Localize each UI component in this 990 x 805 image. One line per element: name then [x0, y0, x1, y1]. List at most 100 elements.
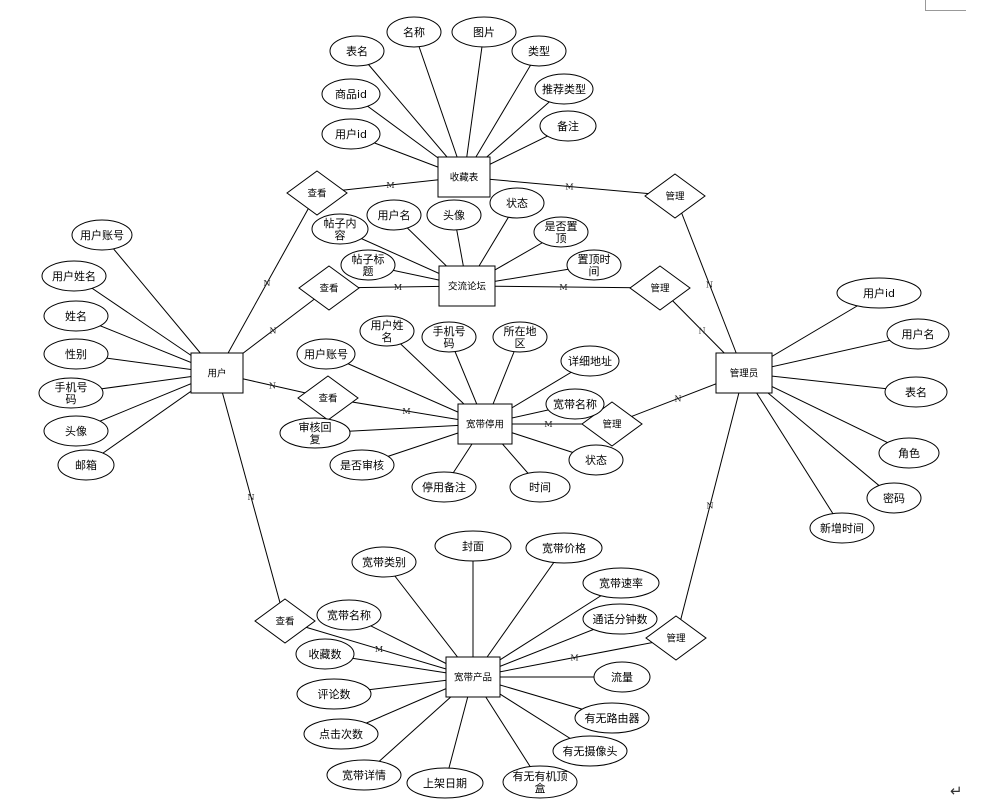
cardinality-label: M [565, 183, 573, 192]
relationship-r_forum_admin: 管理 [629, 265, 691, 311]
entity-admin: 管理员 [715, 352, 773, 394]
attribute-ellipse [351, 546, 417, 578]
attribute-ellipse [279, 417, 351, 449]
attribute-label: 用户id [335, 127, 367, 141]
entity-fav: 收藏表 [437, 156, 491, 198]
attribute-p10: 有无路由器 [574, 702, 650, 734]
entity-box [438, 265, 496, 307]
attribute-label: 宽带价格 [542, 541, 586, 555]
attribute-p12: 有无摄像头 [552, 735, 628, 767]
attribute-edge-a3 [463, 31, 485, 178]
entity-susp: 宽带停用 [457, 403, 513, 445]
attribute-ellipse [329, 35, 385, 67]
relationship-r_prod_user: 查看 [254, 598, 316, 644]
attribute-label: 用户名 [902, 327, 935, 341]
entity-forum: 交流论坛 [438, 265, 496, 307]
attribute-ellipse [434, 530, 512, 562]
attribute-label: 表名 [346, 44, 368, 58]
attribute-ellipse [43, 338, 109, 370]
entity-user: 用户 [190, 352, 244, 394]
attribute-ellipse [525, 532, 603, 564]
attribute-label: 宽带类别 [362, 555, 406, 569]
attribute-label: 区 [515, 337, 526, 350]
attribute-label: 名称 [403, 25, 425, 39]
attribute-label: 复 [310, 432, 321, 446]
attribute-label: 用户姓 [371, 318, 404, 332]
attribute-a8: 用户id [321, 118, 381, 150]
entity-box [190, 352, 244, 394]
attribute-ellipse [866, 482, 922, 514]
entity-label: 收藏表 [450, 172, 479, 184]
attribute-label: 密码 [883, 491, 905, 505]
attribute-label: 推荐类型 [542, 82, 586, 96]
attribute-c9: 是否审核 [329, 449, 395, 481]
attribute-label: 姓名 [65, 309, 87, 323]
attribute-label: 角色 [898, 446, 920, 460]
attribute-label: 头像 [443, 209, 465, 222]
relationship-edge [463, 176, 676, 197]
attribute-label: 宽带详情 [342, 768, 386, 782]
attribute-edge-a4 [463, 50, 540, 178]
relationship-diamond [645, 615, 707, 661]
attribute-ellipse [886, 318, 950, 350]
attribute-b3: 头像 [426, 199, 482, 231]
attribute-a6: 推荐类型 [534, 73, 594, 105]
attribute-b2: 用户名 [366, 199, 422, 231]
attribute-ellipse [321, 78, 381, 110]
cardinality-label: N [707, 502, 714, 511]
relationship-label: 查看 [275, 616, 294, 628]
attribute-label: 商品id [335, 87, 367, 101]
attribute-label: 顶 [556, 232, 567, 245]
entity-label: 管理员 [730, 368, 759, 380]
attribute-a4: 类型 [511, 35, 567, 67]
attribute-ellipse [303, 718, 379, 750]
attribute-label: 点击次数 [319, 727, 363, 741]
attribute-label: 评论数 [318, 687, 351, 701]
entity-box [457, 403, 513, 445]
attribute-label: 有无有机顶 [513, 769, 568, 783]
attribute-label: 上架日期 [423, 777, 467, 790]
cardinality-label: M [570, 654, 578, 663]
attribute-label: 性别 [65, 347, 87, 361]
entity-box [715, 352, 773, 394]
relationship-r_forum_user: 查看 [298, 265, 360, 311]
relationship-edge [216, 372, 286, 622]
relationship-r_fav_admin: 管理 [644, 173, 706, 219]
attribute-c1: 用户姓名 [359, 315, 415, 347]
attribute-a2: 名称 [386, 16, 442, 48]
attribute-ellipse [489, 187, 545, 219]
attribute-label: 状态 [506, 196, 528, 210]
attribute-label: 容 [335, 228, 346, 242]
attribute-label: 时间 [529, 481, 551, 494]
attribute-c11: 时间 [509, 471, 571, 503]
attribute-p7: 收藏数 [295, 638, 355, 670]
attribute-label: 有无摄像头 [563, 744, 618, 758]
attribute-ellipse [534, 73, 594, 105]
attribute-label: 停用备注 [422, 480, 466, 494]
attribute-p1: 封面 [434, 530, 512, 562]
attribute-label: 图片 [473, 26, 495, 39]
attribute-a3: 图片 [451, 16, 517, 48]
cardinality-label: M [402, 407, 410, 416]
attribute-ellipse [340, 249, 396, 281]
attribute-ellipse [295, 638, 355, 670]
attribute-label: 间 [589, 265, 600, 278]
attribute-p5: 宽带名称 [316, 599, 382, 631]
attribute-ellipse [574, 702, 650, 734]
attribute-ellipse [57, 449, 115, 481]
attribute-label: 通话分钟数 [593, 612, 648, 626]
nodes-layer: 收藏表交流论坛宽带停用用户管理员宽带产品查看查看查看查看管理管理管理管理表名名称… [38, 16, 950, 799]
attribute-label: 类型 [528, 44, 550, 58]
relationship-r_prod_admin: 管理 [645, 615, 707, 661]
attribute-c10: 停用备注 [411, 471, 477, 503]
attribute-label: 有无路由器 [585, 711, 640, 725]
relationship-edge [674, 195, 745, 374]
attribute-ellipse [406, 767, 484, 799]
relationship-r_susp_user: 查看 [297, 375, 359, 421]
